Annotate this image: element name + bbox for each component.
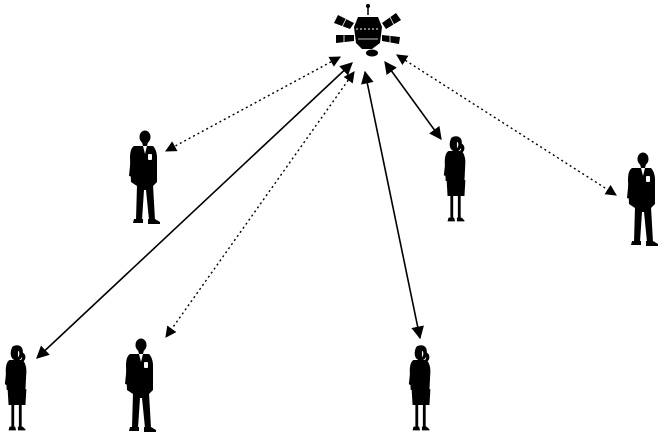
- link-arrow-woman-lower-left-solid: [37, 63, 352, 358]
- businesswoman-on-phone-icon: [444, 136, 466, 221]
- link-arrow-man-lower-left-dotted: [166, 72, 354, 337]
- businesswoman-on-phone-icon: [409, 345, 431, 430]
- businessman-on-phone-icon: [627, 153, 658, 247]
- satellite-icon: [334, 4, 401, 57]
- figures-layer: [5, 4, 658, 432]
- link-arrow-woman-lower-mid-solid: [365, 72, 420, 338]
- businessman-on-phone-icon: [125, 339, 156, 433]
- businesswoman-on-phone-icon: [5, 345, 27, 430]
- link-arrow-man-upper-left-dotted: [166, 57, 340, 151]
- businessman-on-phone-icon: [129, 131, 160, 225]
- links-layer: [37, 55, 616, 358]
- link-arrow-woman-upper-mid-solid: [385, 62, 441, 139]
